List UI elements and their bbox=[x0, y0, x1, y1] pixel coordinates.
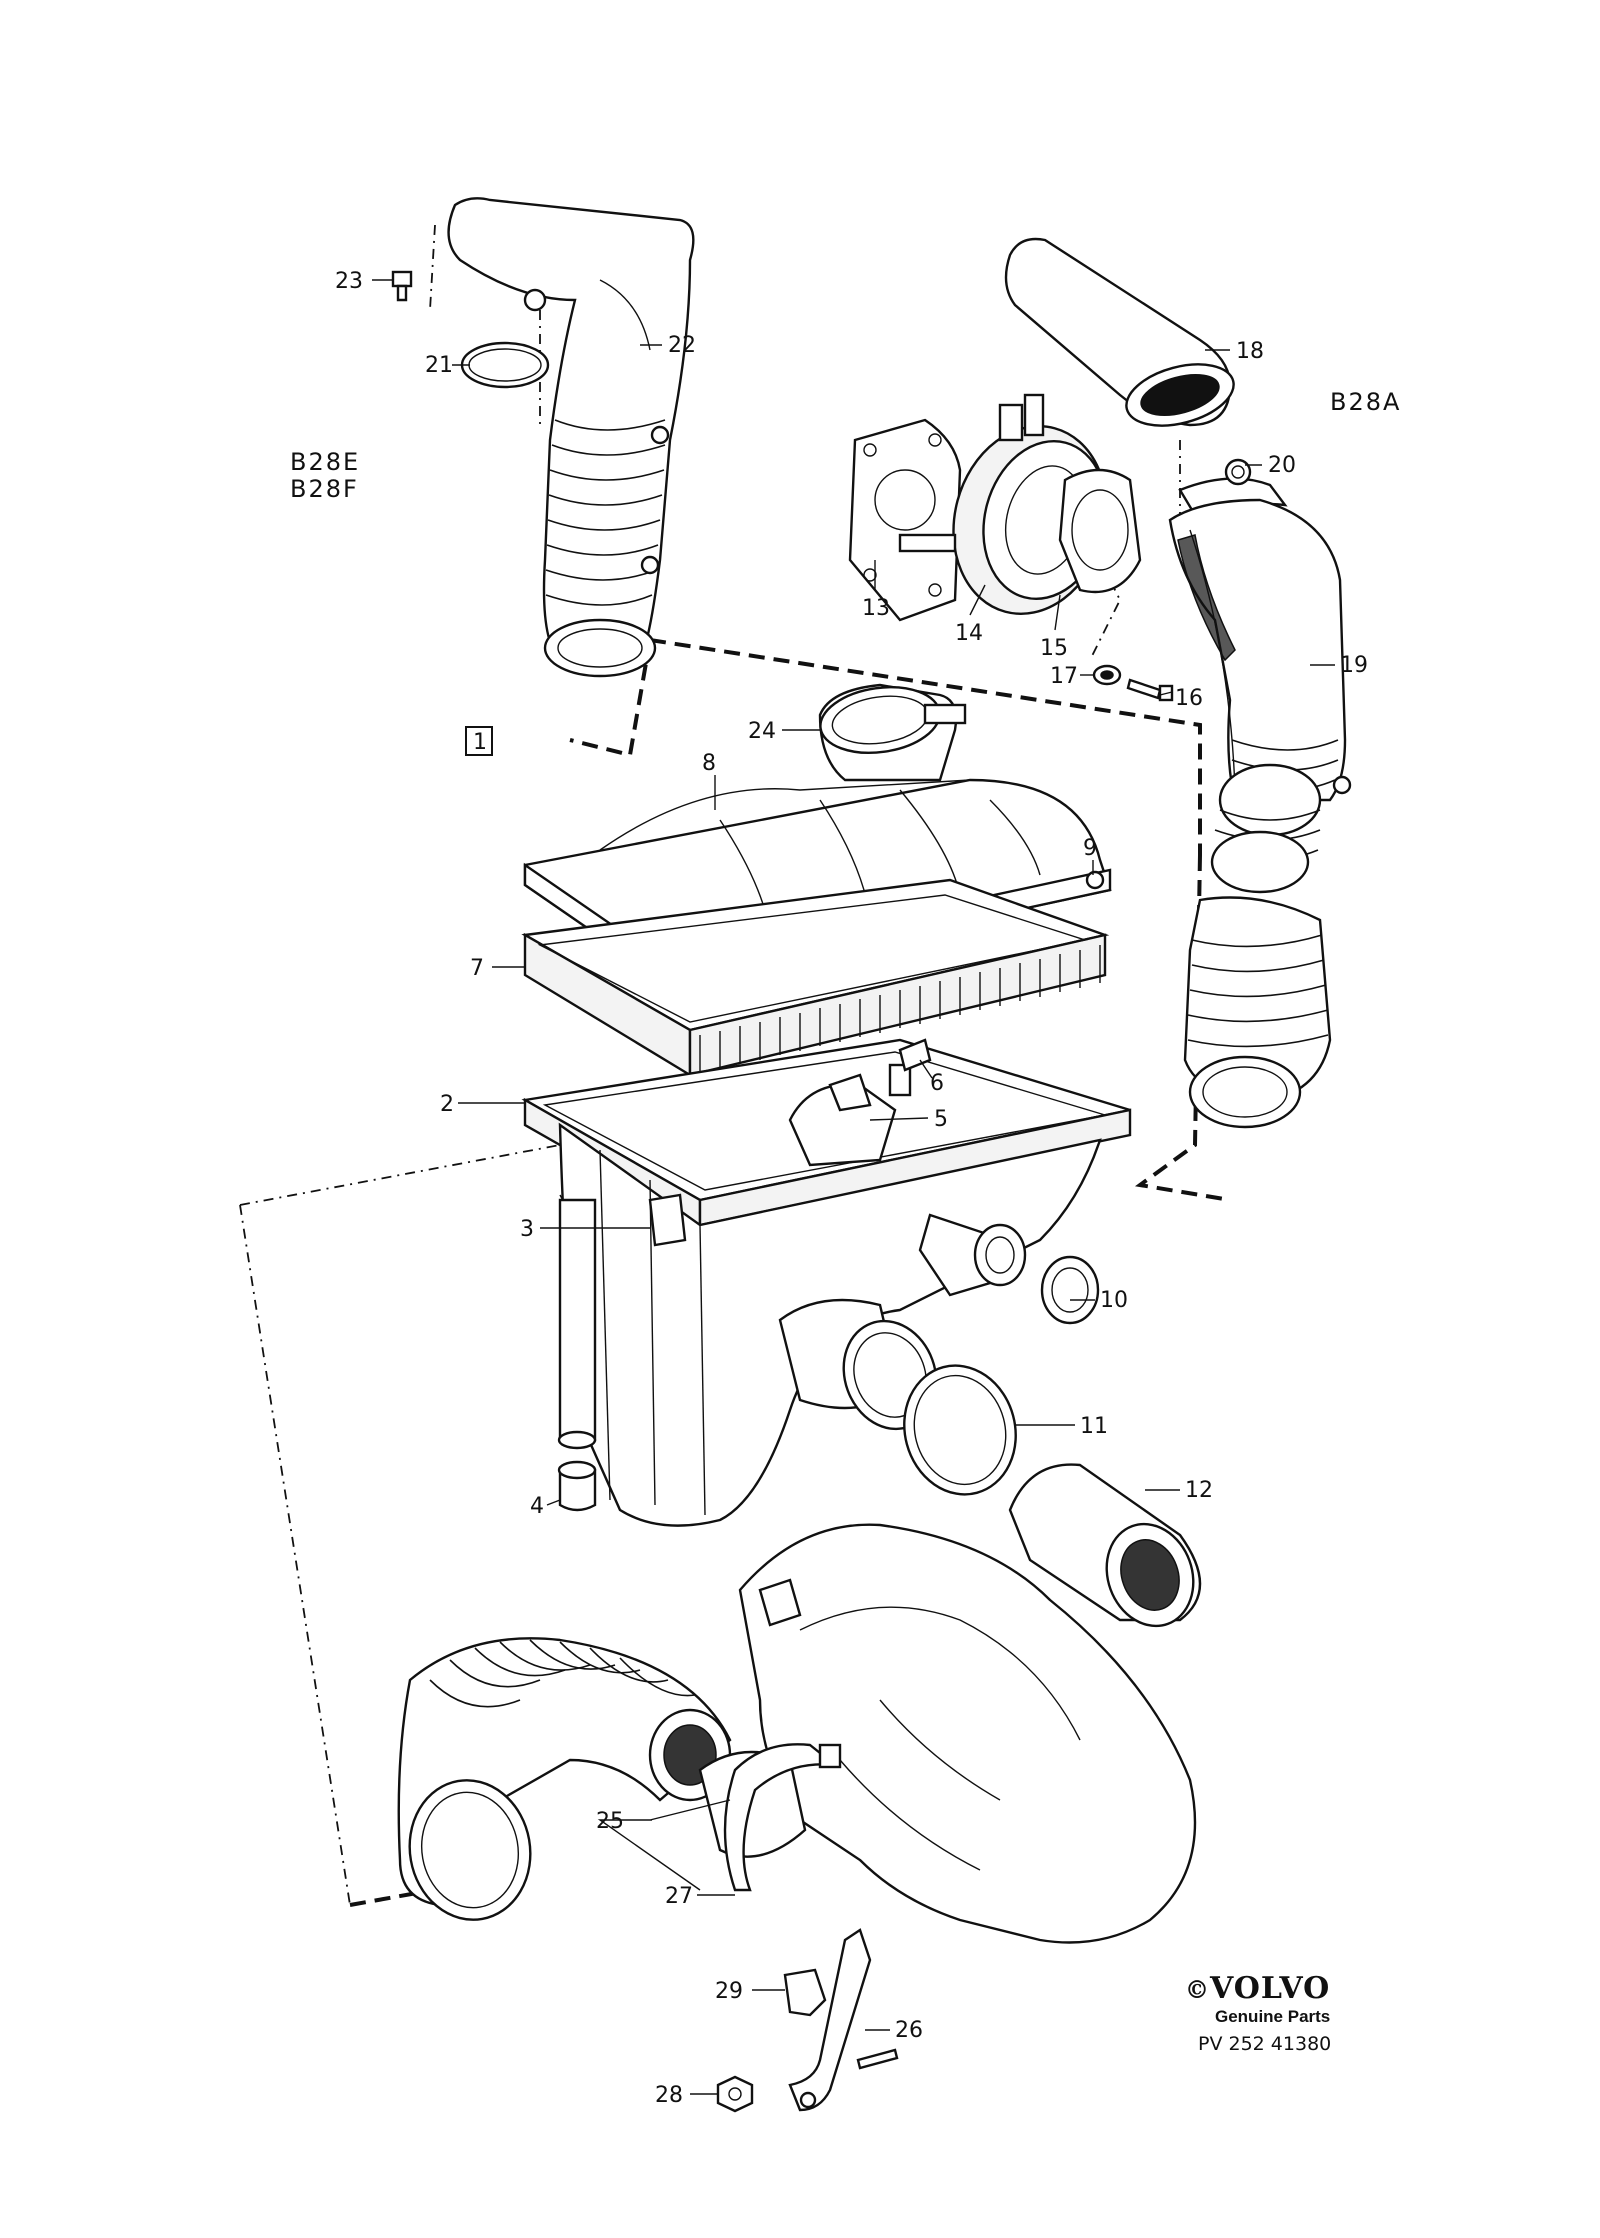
callout-1: 1 bbox=[473, 730, 487, 755]
drain-cap-4 bbox=[557, 1198, 597, 1512]
callout-2: 2 bbox=[440, 1092, 454, 1117]
screw-16 bbox=[1126, 678, 1174, 702]
callout-21: 21 bbox=[425, 353, 453, 378]
callout-15: 15 bbox=[1040, 636, 1068, 661]
callout-13: 13 bbox=[862, 596, 890, 621]
copyright-symbol: © bbox=[1185, 1975, 1210, 2004]
connection-lines bbox=[239, 224, 1231, 1907]
variant-label-b28a: B28A bbox=[1330, 388, 1401, 416]
variant-labels: B28E B28F B28A bbox=[290, 388, 1401, 503]
callout-14: 14 bbox=[955, 621, 983, 646]
callout-23: 23 bbox=[335, 269, 363, 294]
grommet-10 bbox=[1040, 1255, 1100, 1325]
screw-23 bbox=[391, 270, 413, 302]
filter-element-7 bbox=[521, 878, 1110, 1078]
callout-6: 6 bbox=[930, 1071, 944, 1096]
sleeve-12 bbox=[1008, 1463, 1202, 1628]
bracket-26 bbox=[788, 1928, 899, 2112]
brand-block: © VOLVO Genuine Parts PV 252 41380 bbox=[1185, 1971, 1331, 2055]
callout-17: 17 bbox=[1050, 664, 1078, 689]
leader-lines bbox=[372, 279, 1335, 2095]
genuine-parts-label: Genuine Parts bbox=[1215, 2007, 1330, 2026]
reference-number: PV 252 41380 bbox=[1198, 2033, 1331, 2055]
callout-28: 28 bbox=[655, 2083, 683, 2108]
callout-3: 3 bbox=[520, 1217, 534, 1242]
variant-label-b28e: B28E bbox=[290, 448, 360, 476]
callout-25: 25 bbox=[596, 1809, 624, 1834]
intake-hose-19 bbox=[1168, 498, 1352, 1129]
intake-hose-upper bbox=[447, 197, 695, 678]
callout-22: 22 bbox=[668, 333, 696, 358]
callout-27: 27 bbox=[665, 1884, 693, 1909]
bellows-hose-25 bbox=[397, 1637, 807, 1921]
callout-20: 20 bbox=[1268, 453, 1296, 478]
callout-8: 8 bbox=[702, 751, 716, 776]
intake-duct-lower bbox=[738, 1523, 1197, 1944]
callout-11: 11 bbox=[1080, 1414, 1108, 1439]
nut-28 bbox=[716, 2075, 754, 2113]
elbow-24 bbox=[818, 683, 967, 782]
callout-19: 19 bbox=[1340, 653, 1368, 678]
hose-section-18 bbox=[1004, 237, 1235, 427]
volvo-logo: VOLVO bbox=[1209, 1971, 1330, 2006]
callout-24: 24 bbox=[748, 719, 776, 744]
gasket-13 bbox=[848, 418, 962, 622]
callout-12: 12 bbox=[1185, 1478, 1213, 1503]
callout-5: 5 bbox=[934, 1107, 948, 1132]
callout-labels: 23 21 22 18 20 13 14 15 17 16 19 24 8 9 … bbox=[335, 269, 1368, 2108]
callout-7: 7 bbox=[470, 956, 484, 981]
callout-29: 29 bbox=[715, 1979, 743, 2004]
clip-29 bbox=[783, 1968, 827, 2017]
o-ring-21 bbox=[460, 341, 550, 389]
callout-4: 4 bbox=[530, 1494, 544, 1519]
washer-17 bbox=[1092, 664, 1122, 686]
callout-16: 16 bbox=[1175, 686, 1203, 711]
hose-clamp-27 bbox=[723, 1743, 842, 1892]
callout-26: 26 bbox=[895, 2018, 923, 2043]
callout-1-box bbox=[465, 726, 493, 756]
callout-10: 10 bbox=[1100, 1288, 1128, 1313]
callout-9: 9 bbox=[1083, 836, 1097, 861]
gasket-15 bbox=[1058, 468, 1142, 594]
air-cleaner-housing-2 bbox=[521, 1038, 1132, 1527]
ring-11 bbox=[903, 1364, 1017, 1496]
variant-label-b28f: B28F bbox=[290, 475, 359, 503]
callout-18: 18 bbox=[1236, 339, 1264, 364]
